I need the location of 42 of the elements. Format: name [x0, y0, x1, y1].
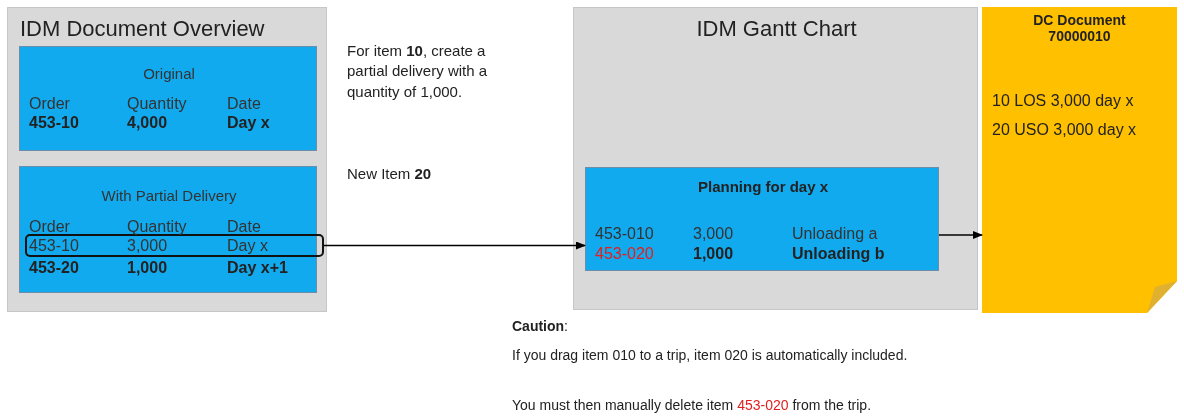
column-header: Quantity	[127, 95, 187, 113]
column-header: Order	[29, 218, 70, 236]
card-title: Planning for day x	[697, 178, 829, 195]
table-cell: 453-10	[29, 237, 79, 255]
document-line: 20 USO 3,000 day x	[992, 121, 1137, 139]
panel	[573, 7, 978, 310]
panel-title: IDM Gantt Chart	[695, 16, 858, 42]
table-cell: 453-020	[595, 245, 654, 263]
table-cell: 1,000	[127, 259, 168, 277]
note-heading: Caution:	[512, 317, 569, 336]
table-cell: Unloading b	[792, 245, 885, 263]
table-cell: Unloading a	[792, 225, 878, 243]
note-text: You must then manually delete item 453-020 from the trip.	[512, 396, 873, 415]
table-cell: 3,000	[693, 225, 734, 243]
card-title: With Partial Delivery	[100, 187, 238, 204]
instruction-text: New Item 20	[347, 164, 433, 184]
table-cell: 1,000	[693, 245, 734, 263]
data-card	[585, 167, 939, 271]
arrow	[323, 241, 586, 250]
document-line: 10 LOS 3,000 day x	[992, 92, 1134, 110]
arrow	[938, 231, 983, 239]
table-cell: Day x+1	[227, 259, 288, 277]
highlight-outline	[25, 234, 324, 257]
document-title: DC Document 70000010	[1032, 12, 1127, 44]
data-card	[19, 46, 317, 151]
column-header: Quantity	[127, 218, 187, 236]
table-cell: Day x	[227, 237, 268, 255]
table-cell: 453-20	[29, 259, 79, 277]
card-title: Original	[142, 65, 196, 82]
table-cell: 453-10	[29, 114, 79, 132]
instruction-text: For item 10, create a partial delivery with a quantity of 1,000.	[347, 41, 489, 102]
table-cell: 4,000	[127, 114, 168, 132]
document-note	[982, 7, 1177, 313]
table-cell: 453-010	[595, 225, 654, 243]
column-header: Order	[29, 95, 70, 113]
panel-title: IDM Document Overview	[20, 16, 265, 42]
note-text: If you drag item 010 to a trip, item 020 is automatically included.	[512, 346, 909, 365]
table-cell: Day x	[227, 114, 270, 132]
table-cell: 3,000	[127, 237, 168, 255]
column-header: Date	[227, 95, 261, 113]
panel	[7, 7, 327, 312]
column-header: Date	[227, 218, 261, 236]
